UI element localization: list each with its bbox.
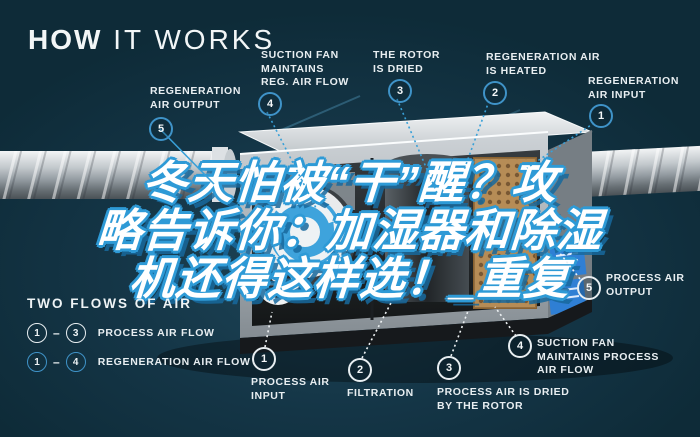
callout-number-filtration: 2 (348, 358, 372, 382)
legend-dash: – (53, 326, 60, 340)
callout-label-regeneration-air-output: REGENERATION AIR OUTPUT (150, 85, 242, 111)
callout-number-regeneration-air-heated: 2 (483, 81, 507, 105)
callout-number-process-air-input: 1 (252, 347, 276, 371)
legend-dash: – (53, 355, 60, 369)
callout-label-suction-fan-reg: SUCTION FAN MAINTAINS REG. AIR FLOW (261, 49, 349, 89)
legend-circle-process-to: 3 (65, 323, 86, 343)
legend-row-regeneration: 1 – 4 REGENERATION AIR FLOW (27, 352, 251, 372)
callout-label-process-air-input: PROCESS AIR INPUT (251, 376, 330, 402)
legend-circle-regeneration-from: 1 (27, 352, 47, 372)
callout-number-process-air-output: 5 (577, 276, 601, 300)
callout-label-rotor-is-dried: THE ROTOR IS DRIED (373, 49, 441, 75)
page-title-light: IT WORKS (102, 24, 276, 55)
callout-number-rotor-is-dried: 3 (388, 79, 412, 103)
callout-number-regeneration-air-input: 1 (589, 104, 613, 128)
callout-number-suction-fan-reg: 4 (258, 92, 282, 116)
callout-number-regeneration-air-output: 5 (149, 117, 173, 141)
page-title: HOW IT WORKS (28, 24, 275, 56)
page-title-bold: HOW (28, 24, 103, 55)
callout-label-process-air-output: PROCESS AIR OUTPUT (606, 272, 685, 298)
callout-label-process-air-dried: PROCESS AIR IS DRIED BY THE ROTOR (437, 386, 570, 412)
callout-number-suction-fan-process: 4 (508, 334, 532, 358)
legend-circle-regeneration-to: 4 (65, 352, 86, 372)
callout-label-regeneration-air-heated: REGENERATION AIR IS HEATED (486, 51, 601, 77)
legend-label-regeneration: REGENERATION AIR FLOW (97, 356, 251, 368)
legend-circle-process-from: 1 (27, 323, 47, 343)
legend-label-process: PROCESS AIR FLOW (97, 327, 215, 339)
callout-label-filtration: FILTRATION (347, 387, 414, 399)
legend-title: TWO FLOWS OF AIR (27, 296, 192, 311)
legend-row-process: 1 – 3 PROCESS AIR FLOW (27, 323, 215, 343)
callout-number-process-air-dried: 3 (437, 356, 461, 380)
callout-label-regeneration-air-input: REGENERATION AIR INPUT (588, 75, 680, 101)
callout-label-suction-fan-process: SUCTION FAN MAINTAINS PROCESS AIR FLOW (537, 337, 660, 377)
